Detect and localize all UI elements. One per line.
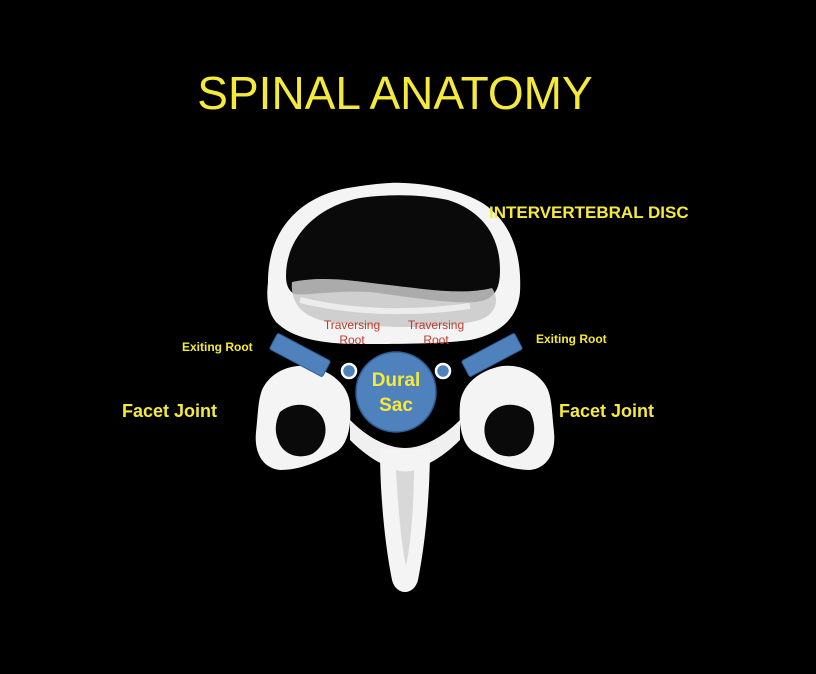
- dural-sac-label-line1: Dural: [372, 370, 421, 391]
- dural-sac-label-line2: Sac: [379, 395, 413, 416]
- traversing-root-left-label-line2: Root: [339, 333, 365, 347]
- traversing-root-left-label-line1: Traversing: [324, 318, 380, 332]
- exiting-root-left-label: Exiting Root: [182, 340, 253, 354]
- vertebral-body: [267, 182, 521, 344]
- traversing-root-right-label-line2: Root: [423, 333, 449, 347]
- facet-joint-left-label: Facet Joint: [122, 401, 217, 421]
- traversing-root-right-label-line1: Traversing: [408, 318, 464, 332]
- page-title: SPINAL ANATOMY: [197, 67, 592, 119]
- exiting-root-left-bar: [269, 333, 331, 377]
- traversing-root-right-circle: [434, 362, 452, 380]
- facet-joint-right-label: Facet Joint: [559, 401, 654, 421]
- intervertebral-disc-label: INTERVERTEBRAL DISC: [489, 203, 689, 222]
- traversing-root-left-circle: [340, 362, 358, 380]
- exiting-root-right-bar: [461, 333, 523, 377]
- posterior-arch: [255, 365, 555, 592]
- exiting-root-right-label: Exiting Root: [536, 332, 607, 346]
- dural-sac-circle: [355, 351, 437, 433]
